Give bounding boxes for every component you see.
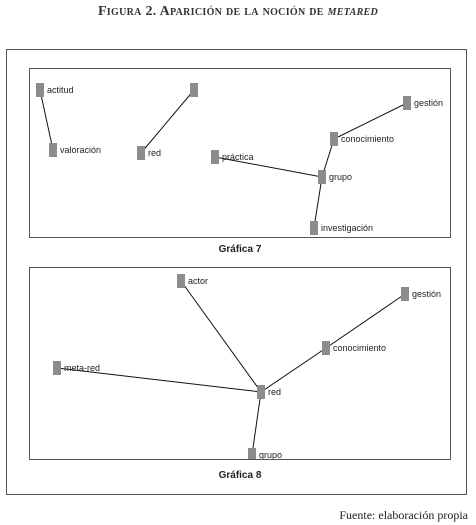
figure-frame	[6, 49, 467, 495]
node-label-investigacion: investigación	[321, 223, 373, 233]
node-label-grupo: grupo	[329, 172, 352, 182]
graph-panel-8: actor gestión conocimiento meta-red red grupo	[29, 267, 451, 460]
graph-8-caption: Gráfica 8	[218, 470, 262, 481]
edge-gestion-conocimiento	[325, 293, 406, 349]
node-marker-actor	[177, 274, 185, 288]
node-marker-red	[137, 146, 145, 160]
node-label-grupo: grupo	[259, 450, 282, 459]
graph-panel-7: actitud valoración red práctica conocimiento…	[29, 68, 451, 238]
edge-actitud-valoracion	[39, 89, 54, 151]
figure-title-emphasis: metared	[327, 4, 379, 19]
node-marker-actitud	[36, 83, 44, 97]
node-label-conocimiento: conocimiento	[341, 134, 394, 144]
edge-conocimiento-red	[260, 347, 327, 393]
edge-gestion-conocimiento	[333, 102, 408, 140]
source-note: Fuente: elaboración propia	[339, 508, 468, 522]
figure-title: Figura 2. Aparición de la noción de meta…	[0, 4, 476, 20]
figure-title-prefix: Figura 2. Aparición de la noción de	[97, 4, 328, 19]
graph-7-network: actitud valoración red práctica conocimiento…	[36, 83, 443, 235]
node-label-gestion: gestión	[414, 98, 443, 108]
node-label-gestion: gestión	[412, 289, 441, 299]
node-label-practica: práctica	[222, 152, 254, 162]
node-marker-conocimiento	[330, 132, 338, 146]
node-label-metared: meta-red	[64, 363, 100, 373]
edge-actor-red	[180, 280, 262, 393]
node-marker-grupo	[318, 170, 326, 184]
graph-7-caption: Gráfica 7	[218, 244, 262, 255]
node-marker-practica	[211, 150, 219, 164]
edge-red-grupo	[251, 391, 262, 456]
node-label-actor: actor	[188, 276, 208, 286]
node-label-red: red	[148, 148, 161, 158]
node-marker-conocimiento	[322, 341, 330, 355]
node-marker-metared	[53, 361, 61, 375]
node-marker-n_unlabeled	[190, 83, 198, 97]
edge-n_unlabeled-red	[140, 89, 195, 154]
node-marker-red	[257, 385, 265, 399]
node-marker-grupo	[248, 448, 256, 459]
node-marker-investigacion	[310, 221, 318, 235]
graph-8-network: actor gestión conocimiento meta-red red grupo	[53, 274, 441, 459]
edge-grupo-investigacion	[313, 176, 323, 229]
node-label-valoracion: valoración	[60, 145, 101, 155]
edge-practica-grupo	[214, 156, 323, 178]
node-marker-valoracion	[49, 143, 57, 157]
node-marker-gestion	[403, 96, 411, 110]
node-label-red: red	[268, 387, 281, 397]
edge-metared-red	[56, 367, 262, 393]
node-label-conocimiento: conocimiento	[333, 343, 386, 353]
node-marker-gestion	[401, 287, 409, 301]
node-label-actitud: actitud	[47, 85, 74, 95]
